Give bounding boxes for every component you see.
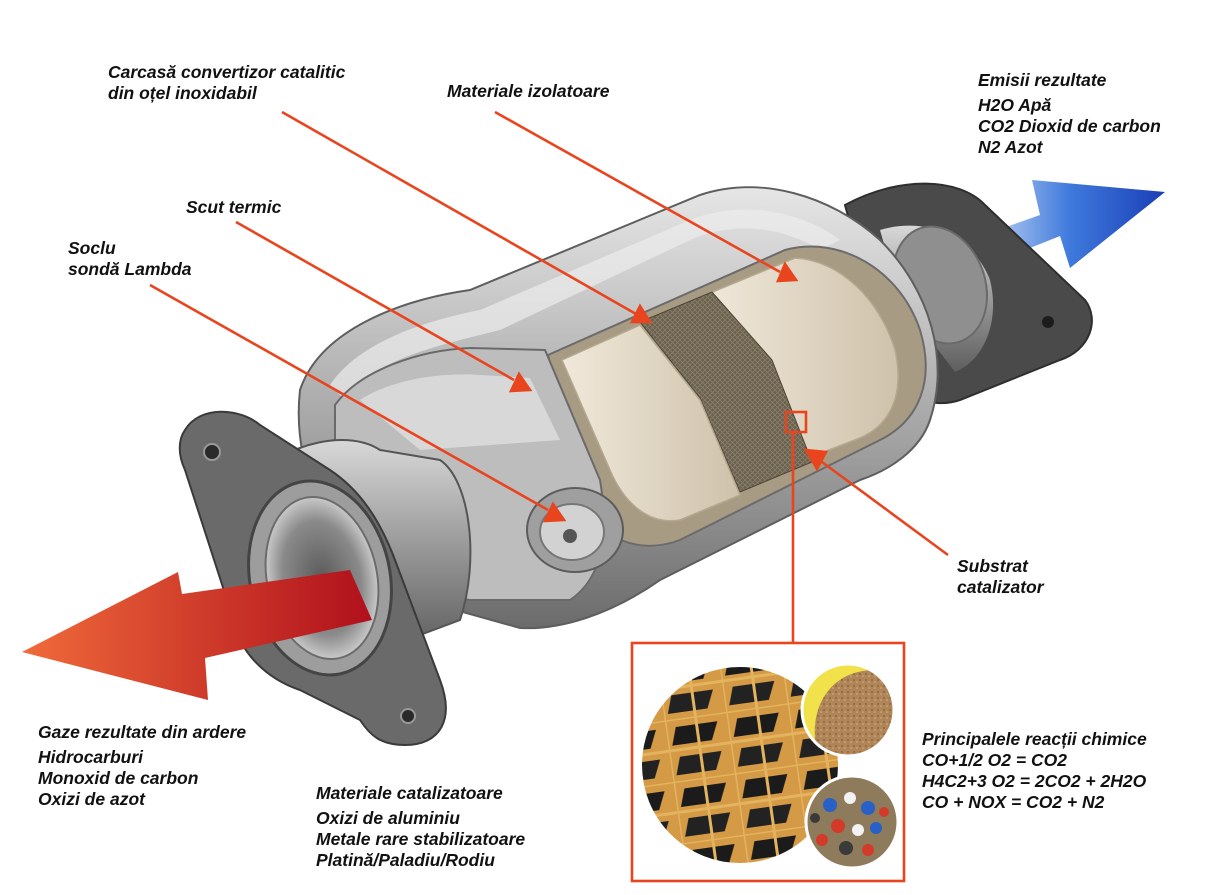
label-substrat: Substrat catalizator xyxy=(957,556,1044,598)
label-emisii-title: Emisii rezultate xyxy=(978,70,1107,90)
leader-substrat-head xyxy=(803,448,829,472)
label-gaze-hidrocarburi: Hidrocarburi xyxy=(38,747,144,767)
label-catalizatoare-oxizi: Oxizi de aluminiu xyxy=(316,808,460,828)
label-emisii-co2: CO2 Dioxid de carbon xyxy=(978,116,1161,136)
label-carcasa-line2: din oțel inoxidabil xyxy=(108,83,257,103)
label-soclu-line2: sondă Lambda xyxy=(68,259,192,279)
leader-izolatoare-head xyxy=(776,261,799,283)
leader-izolatoare xyxy=(494,110,781,274)
leader-substrat xyxy=(821,460,949,557)
substrate-detail-callout xyxy=(630,410,906,883)
label-reactii-title: Principalele reacții chimice xyxy=(922,729,1147,749)
label-carcasa-line1: Carcasă convertizor catalitic xyxy=(108,62,346,82)
leader-scut-head xyxy=(508,371,533,393)
label-emisii-h2o: H2O Apă xyxy=(978,95,1052,115)
label-gaze-oxizi: Oxizi de azot xyxy=(38,789,145,809)
label-catalizatoare-metale: Metale rare stabilizatoare xyxy=(316,829,526,849)
label-reactii-1: CO+1/2 O2 = CO2 xyxy=(922,750,1067,770)
zoom-source-box xyxy=(784,410,808,434)
label-substrat-line1: Substrat xyxy=(957,556,1028,576)
leader-soclu xyxy=(149,283,549,512)
honeycomb-detail xyxy=(638,663,842,867)
label-carcasa: Carcasă convertizor catalitic din oțel i… xyxy=(108,62,345,104)
label-emisii-n2: N2 Azot xyxy=(978,137,1043,157)
label-gaze: Gaze rezultate din ardere Hidrocarburi M… xyxy=(38,722,246,810)
washcoat-detail xyxy=(800,662,896,758)
label-reactii-3: CO + NOX = CO2 + N2 xyxy=(922,792,1105,812)
label-catalizatoare: Materiale catalizatoare Oxizi de alumini… xyxy=(316,783,525,871)
label-gaze-title: Gaze rezultate din ardere xyxy=(38,722,247,742)
label-reactii-2: H4C2+3 O2 = 2CO2 + 2H2O xyxy=(922,771,1147,791)
lambda-sensor-boss xyxy=(526,487,624,573)
leader-carcasa xyxy=(281,110,637,316)
label-catalizatoare-platina: Platină/Paladiu/Rodiu xyxy=(316,850,495,870)
substrate-block-front xyxy=(561,324,741,522)
label-soclu-line1: Soclu xyxy=(68,238,116,258)
label-materiale-izolatoare: Materiale izolatoare xyxy=(447,81,610,101)
precious-metals-detail xyxy=(804,774,900,870)
leader-scut xyxy=(235,220,515,382)
inlet-exhaust-arrow xyxy=(22,570,372,700)
detail-frame xyxy=(630,641,906,883)
label-emisii: Emisii rezultate H2O Apă CO2 Dioxid de c… xyxy=(978,70,1161,158)
label-gaze-monoxid: Monoxid de carbon xyxy=(38,768,199,788)
leader-carcasa-head xyxy=(629,303,653,324)
label-substrat-line2: catalizator xyxy=(957,577,1044,597)
label-scut-termic: Scut termic xyxy=(186,197,282,217)
label-catalizatoare-title: Materiale catalizatoare xyxy=(316,783,503,803)
substrate-block-rear xyxy=(703,257,899,466)
label-reactii: Principalele reacții chimice CO+1/2 O2 =… xyxy=(922,729,1147,813)
label-soclu: Soclu sondă Lambda xyxy=(68,238,192,280)
leader-soclu-head xyxy=(542,501,567,523)
